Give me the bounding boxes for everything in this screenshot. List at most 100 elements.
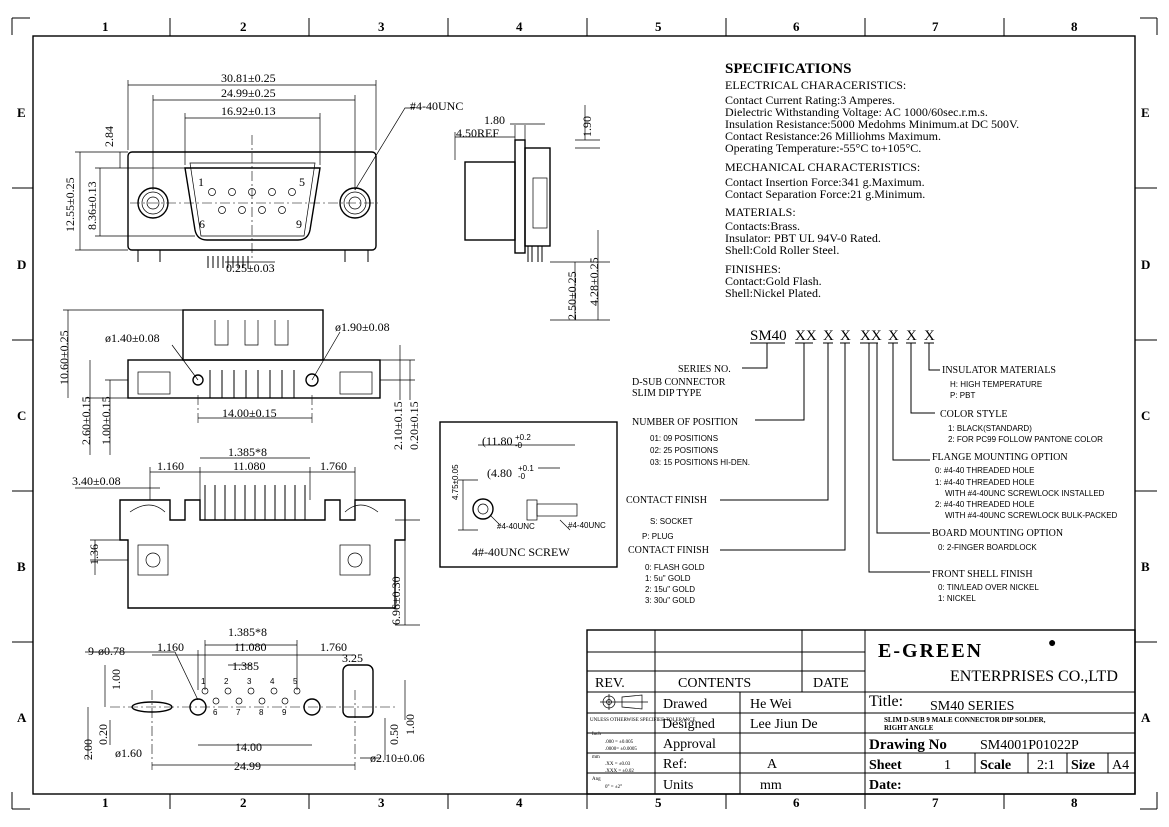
tolerance-line: .XX = ±0.03 [605,762,631,767]
code-seg: X [924,328,935,344]
row-label: A [17,710,27,725]
code-option: P: PBT [950,391,975,400]
tolerance-line: Ang [592,777,601,782]
dim-fp-c: 1.760 [320,640,347,654]
row-label: E [17,105,26,120]
pin-label: 5 [299,175,305,189]
screw-caption: 4#-40UNC SCREW [472,545,570,559]
date-header: DATE [813,676,849,691]
units-value: mm [760,778,782,793]
screw-detail: (11.80 +0.2 -0 (4.80 +0.1 -0 4.75±0.05 #… [439,421,618,568]
row-label: C [1141,408,1150,423]
spec-line: Contact Separation Force:21 g.Minimum. [725,187,925,201]
ref-value: A [767,757,778,772]
dim-bottom-f: 6.96±0.30 [389,576,403,625]
spec-title: SPECIFICATIONS [725,61,851,77]
dim-fp-d: 1.385 [232,659,259,673]
code-option: 02: 25 POSITIONS [650,446,718,455]
code-label: D-SUB CONNECTOR [632,377,726,388]
contents-header: CONTENTS [678,676,751,691]
dim-top-height: 10.60±0.25 [57,330,71,385]
spec-heading: MATERIALS: [725,205,796,219]
tolerance-line: .XXX = ±0.02 [605,769,634,774]
dim-top-c: 2.10±0.15 [391,401,405,450]
sheet-value: 1 [944,758,951,773]
dim-hole-spacing: 24.99±0.25 [221,86,276,100]
designed-label: Designed [662,717,715,732]
dim-top-d: 0.20±0.15 [407,401,421,450]
col-label: 6 [793,795,800,810]
screw-dim-a: (11.80 [482,434,513,448]
code-label: BOARD MOUNTING OPTION [932,528,1063,539]
pin-label: 6 [213,708,218,717]
spec-heading: FINISHES: [725,262,781,276]
company-logo: E-GREEN [878,640,983,662]
code-option: 0: FLASH GOLD [645,563,705,572]
screw-dim-b-sub: -0 [518,472,526,481]
col-label: 5 [655,19,662,34]
tolerance-line: 0° = ±2° [605,785,622,790]
col-label: 7 [932,795,939,810]
drawed-value: He Wei [750,697,792,712]
top-view: ø1.40±0.08 ø1.90±0.08 14.00±0.15 10.60±0… [57,309,421,455]
dim-side-d: 2.50±0.25 [565,271,579,320]
spec-line: Insulation Resistance:5000 Medohms Minim… [725,117,1019,131]
grid-labels: 1 2 3 4 5 6 7 8 1 2 3 4 5 6 7 8 E D C B … [17,19,1151,810]
row-label: D [1141,257,1150,272]
pin-label: 7 [236,708,241,717]
dim-side-c: 1.90 [580,116,594,137]
screw-dim-b: (4.80 [487,466,512,480]
part-code: SM40 XX X X XX X X X SERIES NO. D-SUB CO… [626,328,1118,605]
spec-heading: MECHANICAL CHARACTERISTICS: [725,160,920,174]
tolerance-line: .0000= ±0.0005 [605,747,637,752]
code-option: 2: #4-40 THREADED HOLE [935,500,1034,509]
spec-line: Operating Temperature:-55°C to+105°C. [725,141,921,155]
dim-bottom-e: 1.36 [87,544,101,565]
dim-fp-l: 0.50 [387,724,401,745]
dim-bottom-d: 3.40±0.08 [72,474,121,488]
spec-line: Dielectric Withstanding Voltage: AC 1000… [725,105,988,119]
pin-label: 3 [247,677,252,686]
dim-bottom-c: 1.760 [320,459,347,473]
code-label: FRONT SHELL FINISH [932,569,1033,580]
col-label: 4 [516,19,523,34]
dim-fp-g: 2.00 [81,739,95,760]
code-option: 0: #4-40 THREADED HOLE [935,466,1034,475]
code-option: P: PLUG [642,532,674,541]
col-label: 7 [932,19,939,34]
tolerance-line: .000 = ±0.005 [605,740,634,745]
units-label: Units [663,778,693,793]
row-label: E [1141,105,1150,120]
dim-bottom-b: 11.080 [233,459,266,473]
col-label: 8 [1071,19,1078,34]
col-label: 1 [102,19,109,34]
screw-dim-b-sup: +0.1 [518,464,534,473]
title-value: SM40 SERIES [930,699,1014,714]
size-value: A4 [1112,758,1129,773]
code-option: 01: 09 POSITIONS [650,434,718,443]
screw-dim-c: 4.75±0.05 [451,464,460,500]
subtitle: SLIM D-SUB 9 MALE CONNECTOR DIP SOLDER, [884,716,1046,724]
col-label: 8 [1071,795,1078,810]
spec-heading: ELECTRICAL CHARACERISTICS: [725,78,906,92]
screw-dim-a-sub: -0 [515,441,523,450]
spec-line: Contacts:Brass. [725,219,800,233]
row-label: A [1141,710,1151,725]
code-option: 2: FOR PC99 FOLLOW PANTONE COLOR [948,435,1103,444]
code-label: SLIM DIP TYPE [632,388,701,399]
screw-thread-a: #4-40UNC [497,522,535,531]
col-label: 2 [240,19,247,34]
dim-fp-b: 11.080 [234,640,267,654]
subtitle2: RIGHT ANGLE [884,724,934,732]
code-option: 1: NICKEL [938,594,976,603]
dim-fp-n: ø2.10±0.06 [370,751,425,765]
dim-overall-height: 12.55±0.25 [63,177,77,232]
tolerance-line: Inch [592,732,601,737]
dim-top-a: 2.60±0.15 [79,396,93,445]
col-label: 3 [378,19,385,34]
col-label: 5 [655,795,662,810]
front-view: 1 5 6 9 30.81±0.25 24.99±0.25 16.92±0.13… [63,71,463,275]
code-option: WITH #4-40UNC SCREWLOCK INSTALLED [945,489,1105,498]
logo-mark: ● [1048,636,1056,651]
